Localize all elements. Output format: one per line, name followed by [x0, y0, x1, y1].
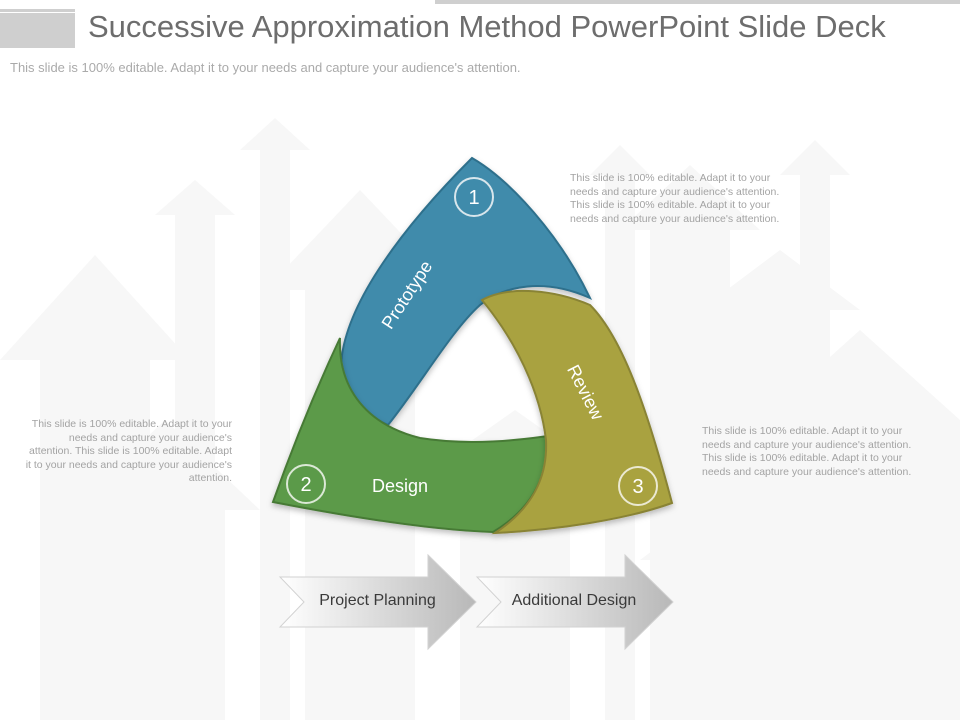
cycle-number-2: 2 — [286, 464, 326, 504]
chevron-additional-design[interactable] — [475, 553, 674, 651]
note-left: This slide is 100% editable. Adapt it to… — [25, 418, 232, 484]
chevron-label-project-planning: Project Planning — [319, 592, 436, 609]
cycle-number-2-text: 2 — [300, 474, 311, 496]
cycle-number-3-text: 3 — [632, 476, 643, 498]
cycle-number-3: 3 — [618, 466, 658, 506]
note-top-right: This slide is 100% editable. Adapt it to… — [570, 172, 780, 225]
note-bottom-right: This slide is 100% editable. Adapt it to… — [702, 425, 912, 478]
slide-subtitle: This slide is 100% editable. Adapt it to… — [10, 60, 521, 75]
title-accent-bar — [0, 9, 75, 48]
cycle-segment-prototype[interactable] — [340, 156, 593, 427]
cycle-number-1: 1 — [454, 177, 494, 217]
chevron-label-additional-design: Additional Design — [511, 592, 637, 609]
chevron-project-planning[interactable] — [278, 553, 477, 651]
cycle-number-1-text: 1 — [468, 187, 479, 209]
cycle-label-design: Design — [372, 476, 428, 496]
top-accent-line — [435, 0, 960, 4]
slide-title: Successive Approximation Method PowerPoi… — [88, 9, 886, 44]
